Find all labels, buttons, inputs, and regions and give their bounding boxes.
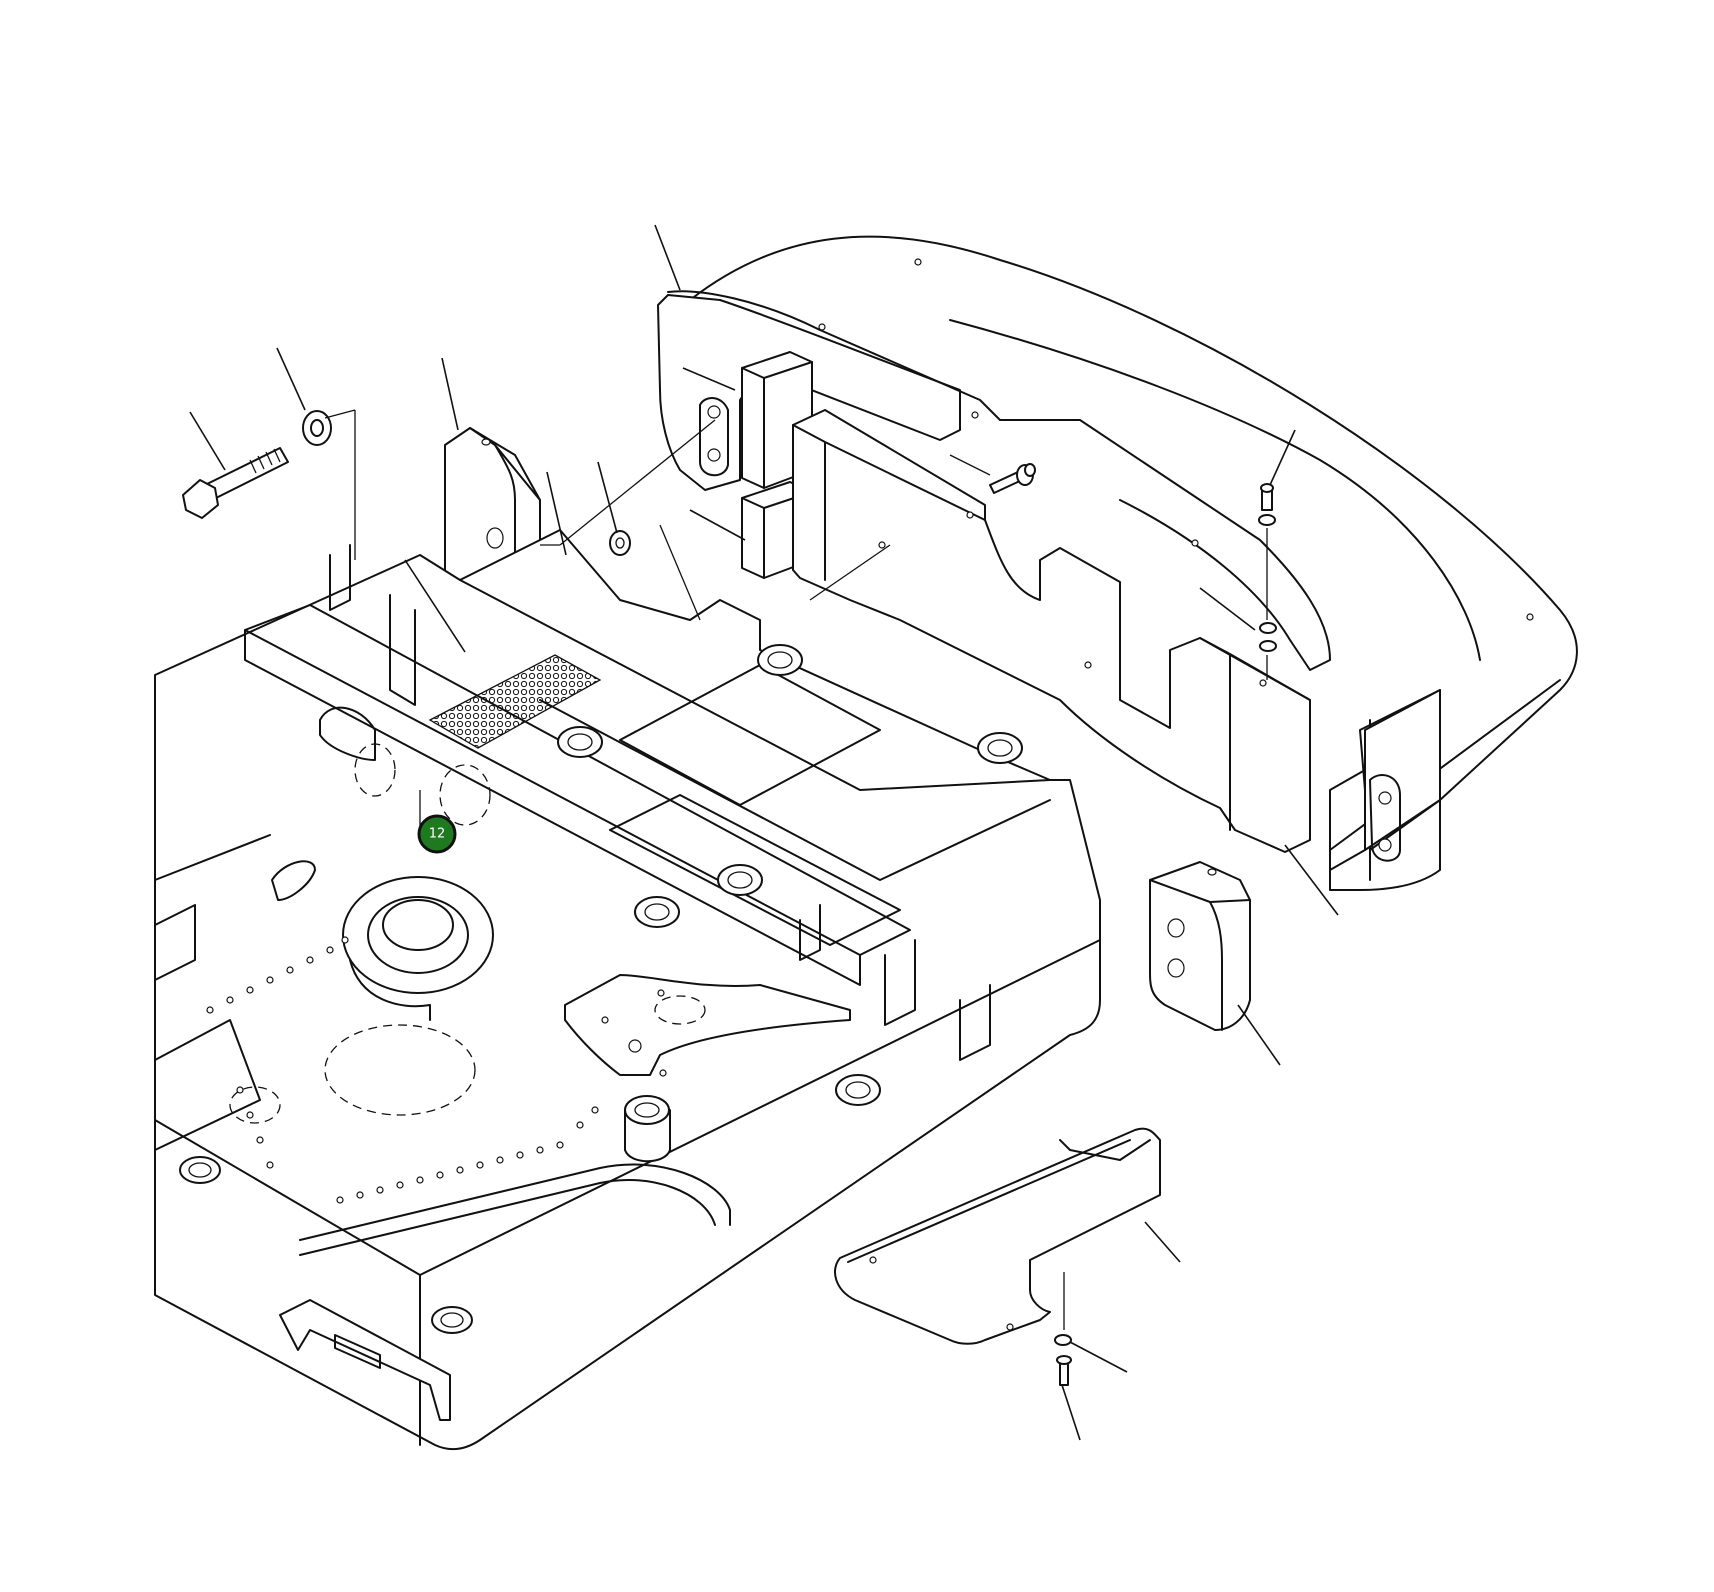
bolt-hole-row <box>206 936 599 1204</box>
bolt-hole <box>1191 539 1199 547</box>
plate-hole <box>878 541 886 549</box>
bolt-hole <box>914 258 922 266</box>
bolt-hole <box>818 323 826 331</box>
cover-plate <box>792 409 1311 853</box>
washer-center <box>609 530 631 556</box>
bolt-small-lower <box>1054 1272 1072 1386</box>
counterweight-hole <box>1378 838 1392 852</box>
counterweight-end-hole <box>707 405 721 419</box>
flange-bolt <box>989 463 1036 494</box>
under-cover <box>834 1127 1161 1345</box>
upper-frame <box>154 529 1101 1451</box>
callout-12[interactable]: 12 <box>417 814 457 854</box>
leader-lines <box>189 224 1339 1441</box>
counterweight <box>657 235 1578 891</box>
callout-label: 12 <box>429 827 446 842</box>
counterweight-hole <box>1378 791 1392 805</box>
plate-hole <box>1259 679 1267 687</box>
plate-hole <box>966 511 974 519</box>
spacer-block-right <box>1149 861 1251 1031</box>
bolt-hole <box>971 411 979 419</box>
bolt-hole <box>1526 613 1534 621</box>
plate-hole <box>1084 661 1092 669</box>
bolt-small-upper <box>1258 483 1277 680</box>
hex-bolt-left <box>182 410 332 519</box>
callout-badge[interactable] <box>417 814 457 854</box>
counterweight-end-hole <box>707 448 721 462</box>
